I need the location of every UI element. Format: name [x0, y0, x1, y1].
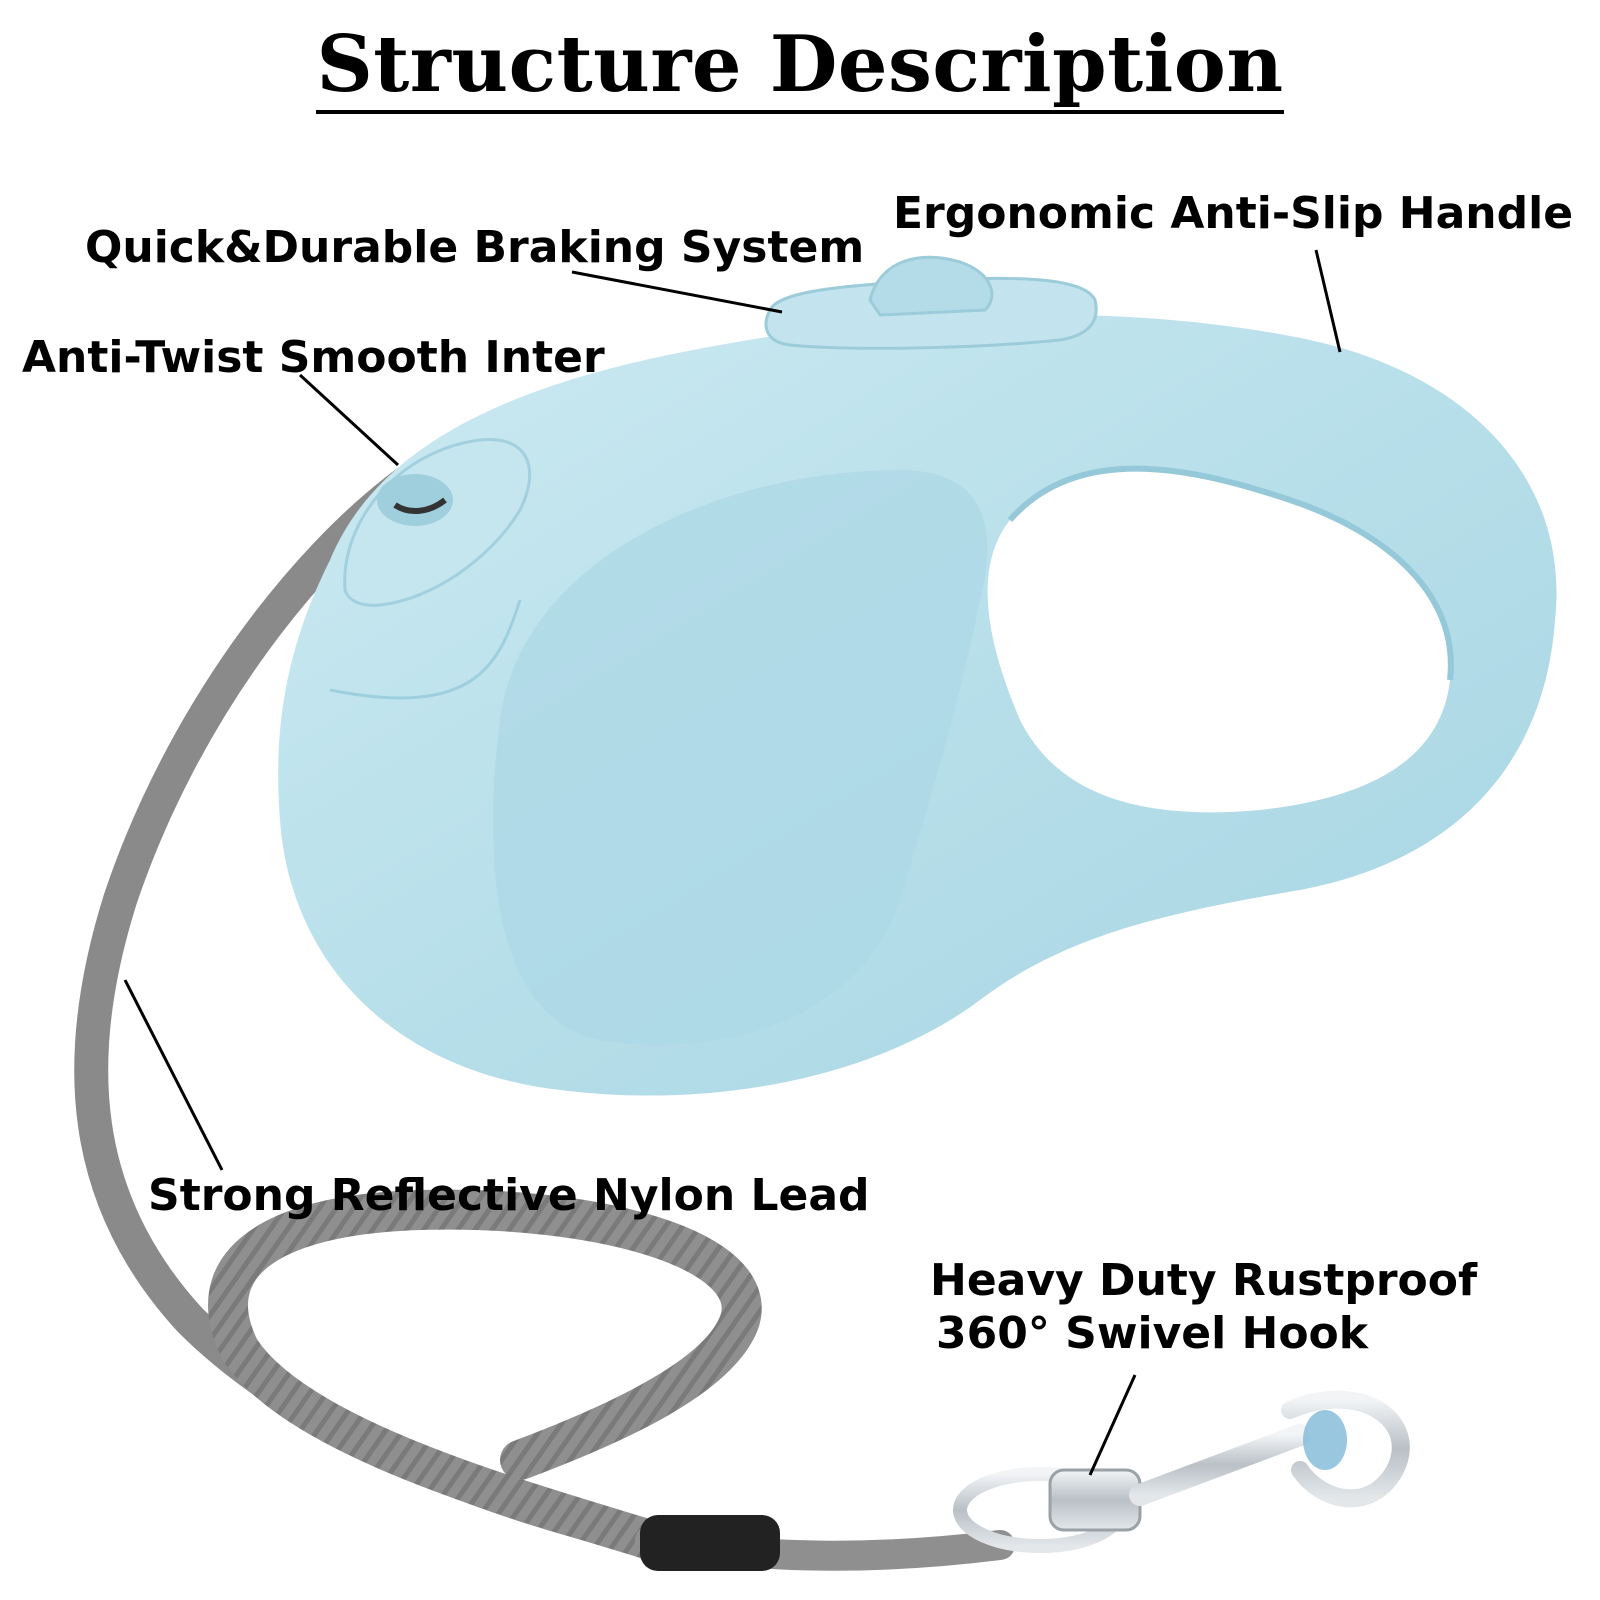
- label-anti-slip-handle: Ergonomic Anti-Slip Handle: [893, 188, 1574, 239]
- label-anti-twist-inter: Anti-Twist Smooth Inter: [22, 332, 605, 383]
- stopper-icon: [640, 1515, 780, 1571]
- label-swivel-hook-line2: 360° Swivel Hook: [936, 1307, 1369, 1359]
- brake-button-icon: [764, 255, 1098, 350]
- page-title: Structure Description: [0, 26, 1600, 114]
- label-nylon-lead: Strong Reflective Nylon Lead: [148, 1170, 870, 1221]
- leader-lines: [123, 249, 1342, 1476]
- swivel-hook-icon: [953, 1390, 1410, 1553]
- label-braking-system: Quick&Durable Braking System: [85, 222, 865, 273]
- inlet-icon: [343, 438, 532, 607]
- label-swivel-hook: Heavy Duty Rustproof 360° Swivel Hook: [930, 1255, 1477, 1361]
- label-swivel-hook-line1: Heavy Duty Rustproof: [930, 1255, 1478, 1306]
- leash-body: [278, 314, 1557, 1096]
